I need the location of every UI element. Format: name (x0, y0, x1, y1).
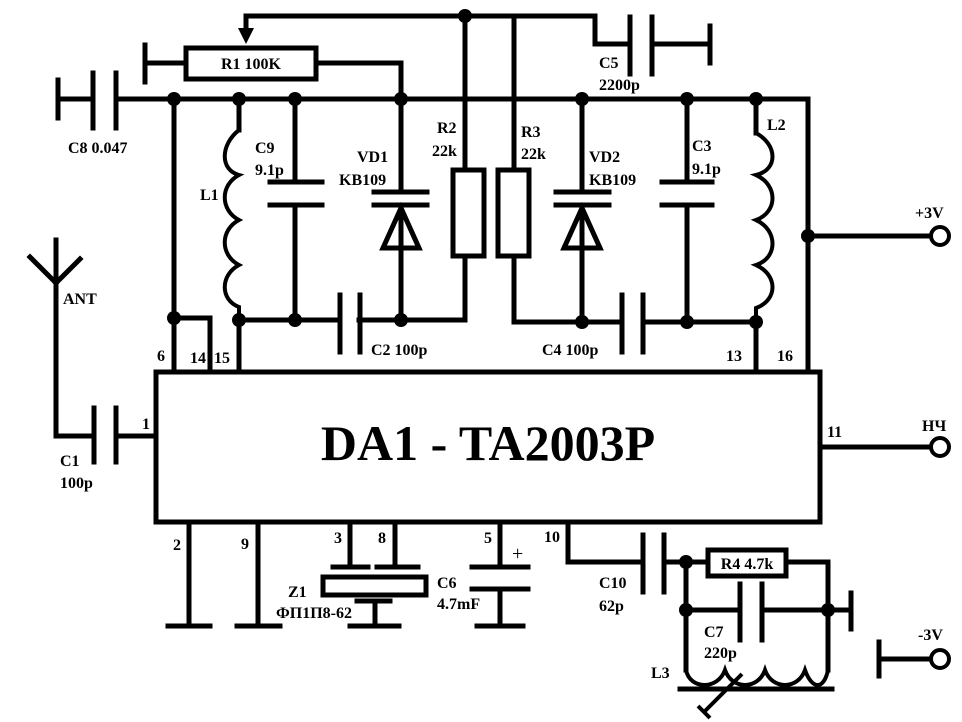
c6-ref: C6 (437, 575, 457, 592)
c9-value: 9.1p (255, 162, 284, 179)
c10-ref: C10 (599, 575, 627, 592)
antenna: ANT (26, 237, 97, 439)
r3-value: 22k (521, 146, 546, 163)
r1-label: R1 100K (221, 56, 282, 73)
r2-value: 22k (432, 143, 457, 160)
terminal-plus-3v: +3V (805, 205, 951, 247)
inductor-l2: L2 (749, 96, 786, 322)
c1-value: 100p (60, 475, 93, 492)
audio-label: НЧ (922, 418, 946, 435)
c4-label: C4 100p (542, 342, 599, 359)
c6-polarity: + (512, 543, 523, 565)
c3-ref: C3 (692, 138, 712, 155)
capacitor-c6: + C6 4.7mF (437, 519, 531, 629)
c10-value: 62p (599, 598, 624, 615)
pin-numbers: 6 14 15 13 16 1 11 2 9 3 8 5 10 (142, 348, 842, 554)
capacitor-c4: C4 100p (542, 292, 646, 359)
junction-dots (167, 9, 835, 617)
pin-14: 14 (190, 350, 206, 367)
left-tank (171, 96, 468, 375)
capacitor-c9: C9 9.1p (255, 96, 325, 323)
pin9-ground (234, 519, 283, 629)
z1-value: ФП1П8-62 (276, 605, 352, 622)
z1-ref: Z1 (288, 584, 307, 601)
pin-5: 5 (484, 530, 492, 547)
r2-ref: R2 (437, 120, 457, 137)
pin-1: 1 (142, 416, 150, 433)
terminal-audio-out: НЧ (817, 418, 951, 458)
c5-value: 2200p (599, 77, 640, 94)
vplus-label: +3V (915, 205, 944, 222)
pin-15: 15 (214, 350, 230, 367)
vd1-value: KB109 (339, 172, 386, 189)
capacitor-c10: C10 62p (565, 519, 689, 615)
vd2-ref: VD2 (589, 149, 620, 166)
pin-2: 2 (173, 537, 181, 554)
vminus-label: -3V (918, 627, 943, 644)
potentiometer-r1: R1 100K (142, 13, 468, 102)
ic-da1: DA1 - TA2003P (153, 369, 823, 525)
ant-label: ANT (63, 291, 97, 308)
ic-title: DA1 - TA2003P (321, 415, 655, 471)
c2-label: C2 100p (371, 342, 428, 359)
pin-11: 11 (827, 424, 842, 441)
l2-label: L2 (767, 117, 786, 134)
resistor-r3: R3 22k (495, 124, 546, 259)
capacitor-c5: C5 2200p (462, 13, 713, 94)
vd1-ref: VD1 (357, 149, 388, 166)
pin-13: 13 (726, 348, 742, 365)
pin2-ground (165, 519, 213, 629)
pin-16: 16 (777, 348, 793, 365)
capacitor-c3: C3 9.1p (659, 96, 721, 325)
l3-label: L3 (651, 665, 670, 682)
varicap-vd2: VD2 KB109 (553, 96, 636, 325)
terminal-minus-3v: -3V (876, 627, 951, 679)
c7-ref: C7 (704, 624, 724, 641)
pin-8: 8 (378, 530, 386, 547)
pin-9: 9 (241, 536, 249, 553)
c9-ref: C9 (255, 140, 275, 157)
c3-value: 9.1p (692, 161, 721, 178)
pin-10: 10 (544, 529, 560, 546)
l1-label: L1 (200, 187, 219, 204)
r3-ref: R3 (521, 124, 541, 141)
varicap-vd1: VD1 KB109 (339, 96, 430, 323)
resistor-r4: R4 4.7k (683, 547, 831, 613)
pin-6: 6 (157, 348, 165, 365)
resistor-r2: R2 22k (432, 120, 487, 259)
c1-ref: C1 (60, 453, 80, 470)
capacitor-c1: C1 100p (53, 405, 159, 492)
capacitor-c8: C8 0.047 (55, 70, 128, 157)
c7-value: 220p (704, 645, 737, 662)
capacitor-c2: C2 100p (337, 292, 428, 359)
vd2-value: KB109 (589, 172, 636, 189)
c8-label: C8 0.047 (68, 140, 128, 157)
c6-value: 4.7mF (437, 596, 480, 613)
inductor-l1: L1 (200, 96, 245, 320)
pin-3: 3 (334, 530, 342, 547)
inductor-l3: L3 (651, 663, 835, 720)
wiper-arrow-icon (238, 28, 254, 44)
c5-ref: C5 (599, 55, 619, 72)
filter-z1: Z1 ФП1П8-62 (276, 519, 429, 629)
r4-label: R4 4.7k (721, 556, 774, 573)
